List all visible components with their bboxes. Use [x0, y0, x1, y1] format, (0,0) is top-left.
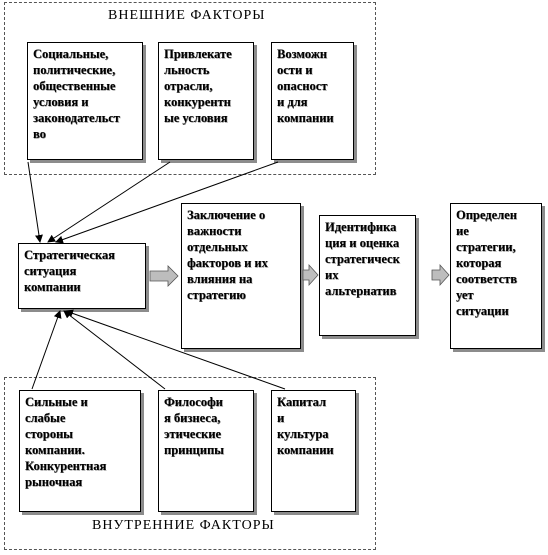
arrow-industry-to-situation	[47, 161, 171, 243]
block-arrow-1	[149, 265, 179, 287]
social-political-box: Социальные, политические, общественные у…	[27, 42, 143, 160]
external-factors-group	[4, 2, 376, 175]
strategy-definition-box: Определен ие стратегии, которая соответс…	[450, 203, 542, 349]
arrow-opportunities-to-situation	[55, 161, 279, 244]
block-arrow-3	[431, 263, 450, 287]
arrow-strengths-to-situation	[31, 310, 62, 390]
capital-culture-box: Капитал и культура компании	[271, 390, 356, 512]
block-arrow-2	[302, 263, 319, 287]
arrow-philosophy-to-situation	[63, 310, 166, 390]
arrow-capital-to-situation	[65, 309, 286, 390]
internal-factors-group	[4, 377, 376, 550]
strategic-situation-box: Стратегическая ситуация компании	[18, 243, 146, 309]
industry-attractiveness-box: Привлекате льность отрасли, конкурентн ы…	[158, 42, 254, 160]
arrow-social-to-situation	[27, 161, 43, 243]
opportunities-threats-box: Возможн ости и опасност и для компании	[271, 42, 354, 160]
alternatives-evaluation-box: Идентифика ция и оценка стратегическ их …	[319, 215, 416, 336]
business-philosophy-box: Философи я бизнеса, этические принципы	[158, 390, 254, 512]
factor-importance-box: Заключение о важности отдельных факторов…	[181, 203, 301, 349]
strengths-weaknesses-box: Сильные и слабые стороны компании. Конку…	[19, 390, 141, 512]
internal-factors-title: ВНУТРЕННИЕ ФАКТОРЫ	[92, 518, 275, 533]
external-factors-title: ВНЕШНИЕ ФАКТОРЫ	[108, 8, 266, 23]
